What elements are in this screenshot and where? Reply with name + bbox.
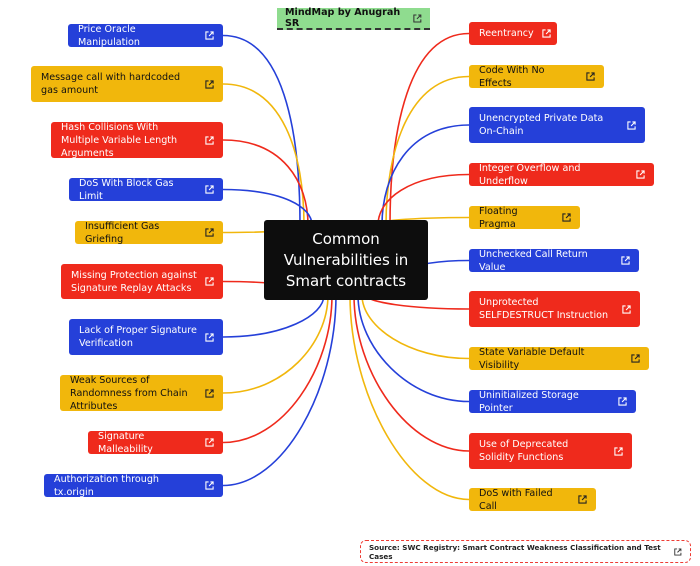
source-link[interactable]: Source: SWC Registry: Smart Contract Wea… (360, 540, 691, 563)
node-price-oracle-manipulation[interactable]: Price Oracle Manipulation (68, 23, 223, 48)
external-link-icon (205, 185, 214, 194)
node-integer-overflow-and-underflow[interactable]: Integer Overflow and Underflow (469, 162, 654, 187)
node-label: Missing Protection against Signature Rep… (71, 269, 197, 294)
connector-signature-malleability (222, 259, 347, 444)
central-topic[interactable]: Common Vulnerabilities in Smart contract… (264, 220, 428, 300)
external-link-icon (618, 397, 627, 406)
node-label: Unchecked Call Return Value (479, 248, 588, 273)
connector-message-call-with-hardcoded-gas-amount (222, 83, 347, 261)
connector-price-oracle-manipulation (222, 34, 347, 261)
node-label: Floating Pragma (479, 205, 518, 230)
connector-code-with-no-effects (345, 75, 470, 261)
node-label: DoS with Failed Call (479, 487, 553, 512)
node-weak-sources-of-randomness-from-chain-attributes[interactable]: Weak Sources of Randomness from Chain At… (60, 374, 223, 412)
external-link-icon (562, 213, 571, 222)
node-reentrancy[interactable]: Reentrancy (469, 22, 557, 45)
node-insufficient-gas-griefing[interactable]: Insufficient Gas Griefing (75, 220, 223, 245)
node-label: Unencrypted Private Data On-Chain (479, 113, 604, 137)
external-link-icon (205, 277, 214, 286)
node-label: Signature Malleability (98, 430, 153, 455)
node-label: DoS With Block Gas Limit (79, 177, 174, 202)
node-hash-collisions-with-multiple-variable-length-arguments[interactable]: Hash Collisions With Multiple Variable L… (51, 121, 223, 159)
connector-dos-with-failed-call (345, 259, 470, 501)
connector-uninitialized-storage-pointer (345, 259, 470, 403)
node-label: Hash Collisions With Multiple Variable L… (61, 121, 178, 159)
external-link-icon (542, 29, 551, 38)
external-link-icon (205, 332, 214, 342)
node-message-call-with-hardcoded-gas-amount[interactable]: Message call with hardcoded gas amount (31, 66, 223, 102)
node-uninitialized-storage-pointer[interactable]: Uninitialized Storage Pointer (469, 389, 636, 414)
external-link-icon (674, 547, 682, 556)
external-link-icon (627, 120, 636, 130)
central-topic-label: Common Vulnerabilities in Smart contract… (283, 229, 409, 290)
node-label: State Variable Default Visibility (479, 346, 585, 371)
external-link-icon (205, 228, 214, 237)
connector-use-of-deprecated-solidity-functions (345, 259, 470, 452)
node-label: Insufficient Gas Griefing (85, 220, 160, 245)
external-link-icon (622, 304, 631, 314)
mindmap-title-link[interactable]: MindMap by Anugrah SR (277, 7, 430, 30)
external-link-icon (586, 72, 595, 81)
external-link-icon (636, 170, 645, 179)
external-link-icon (205, 79, 214, 89)
node-unchecked-call-return-value[interactable]: Unchecked Call Return Value (469, 248, 639, 273)
node-floating-pragma[interactable]: Floating Pragma (469, 205, 580, 230)
node-use-of-deprecated-solidity-functions[interactable]: Use of Deprecated Solidity Functions (469, 433, 632, 469)
node-label: Authorization through tx.origin (54, 473, 160, 498)
node-label: Integer Overflow and Underflow (479, 162, 581, 187)
node-label: Message call with hardcoded gas amount (41, 72, 181, 96)
node-label: Lack of Proper Signature Verification (79, 325, 197, 349)
node-label: Weak Sources of Randomness from Chain At… (70, 374, 188, 412)
node-label: Reentrancy (479, 28, 534, 39)
node-label: Code With No Effects (479, 64, 545, 89)
node-unencrypted-private-data-on-chain[interactable]: Unencrypted Private Data On-Chain (469, 107, 645, 143)
node-lack-of-proper-signature-verification[interactable]: Lack of Proper Signature Verification (69, 319, 223, 355)
node-dos-with-block-gas-limit[interactable]: DoS With Block Gas Limit (69, 177, 223, 202)
node-label: Price Oracle Manipulation (78, 23, 140, 48)
external-link-icon (205, 31, 214, 40)
connector-authorization-through-tx-origin (222, 259, 347, 487)
node-signature-malleability[interactable]: Signature Malleability (88, 430, 223, 455)
node-dos-with-failed-call[interactable]: DoS with Failed Call (469, 487, 596, 512)
connector-hash-collisions-with-multiple-variable-length-arguments (222, 139, 347, 261)
title-label: MindMap by Anugrah SR (285, 7, 401, 29)
source-label: Source: SWC Registry: Smart Contract Wea… (369, 542, 661, 561)
external-link-icon (205, 135, 214, 145)
node-state-variable-default-visibility[interactable]: State Variable Default Visibility (469, 346, 649, 371)
connector-weak-sources-of-randomness-from-chain-attributes (222, 259, 347, 394)
node-label: Uninitialized Storage Pointer (479, 389, 579, 414)
external-link-icon (631, 354, 640, 363)
node-missing-protection-against-signature-replay-attacks[interactable]: Missing Protection against Signature Rep… (61, 264, 223, 299)
connector-reentrancy (345, 32, 470, 261)
external-link-icon (205, 438, 214, 447)
node-code-with-no-effects[interactable]: Code With No Effects (469, 64, 604, 89)
node-label: Unprotected SELFDESTRUCT Instruction (479, 297, 609, 321)
external-link-icon (413, 14, 422, 22)
node-unprotected-selfdestruct-instruction[interactable]: Unprotected SELFDESTRUCT Instruction (469, 291, 640, 327)
node-label: Use of Deprecated Solidity Functions (479, 439, 569, 463)
external-link-icon (205, 388, 214, 398)
external-link-icon (578, 495, 587, 504)
external-link-icon (621, 256, 630, 265)
external-link-icon (614, 446, 623, 456)
external-link-icon (205, 481, 214, 490)
connector-unencrypted-private-data-on-chain (345, 124, 470, 261)
node-authorization-through-tx-origin[interactable]: Authorization through tx.origin (44, 473, 223, 498)
